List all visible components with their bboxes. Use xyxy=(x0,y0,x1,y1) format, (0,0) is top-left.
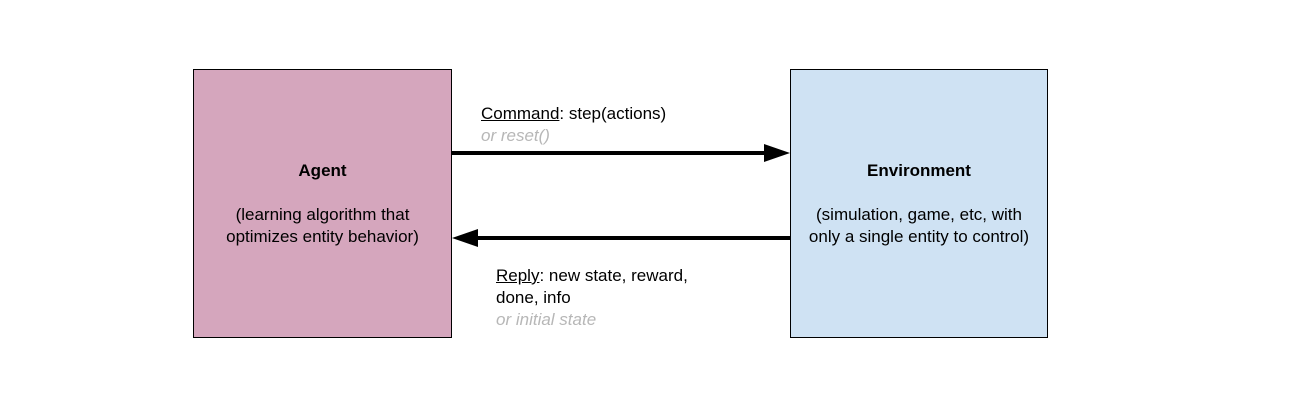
agent-title: Agent xyxy=(298,160,347,180)
command-label: Command: step(actions) or reset() xyxy=(481,103,666,147)
reply-label: Reply: new state, reward, done, info or … xyxy=(496,265,688,331)
command-keyword: Command xyxy=(481,104,560,123)
environment-box: Environment (simulation, game, etc, with… xyxy=(790,69,1048,338)
reply-line-1: Reply: new state, reward, xyxy=(496,265,688,287)
command-arrowhead xyxy=(764,144,790,162)
reply-alt: or initial state xyxy=(496,310,597,329)
command-text: : step(actions) xyxy=(559,104,667,123)
reply-text-1: : new state, reward, xyxy=(539,266,688,285)
environment-description: (simulation, game, etc, with only a sing… xyxy=(808,204,1030,246)
agent-box: Agent (learning algorithm that optimizes… xyxy=(193,69,452,338)
reply-keyword: Reply xyxy=(496,266,540,285)
command-line: Command: step(actions) xyxy=(481,103,666,125)
agent-description: (learning algorithm that optimizes entit… xyxy=(226,204,419,246)
command-alt: or reset() xyxy=(481,126,550,145)
reply-line-2: done, info xyxy=(496,288,571,307)
reply-arrowhead xyxy=(452,229,478,247)
environment-title: Environment xyxy=(867,160,971,180)
